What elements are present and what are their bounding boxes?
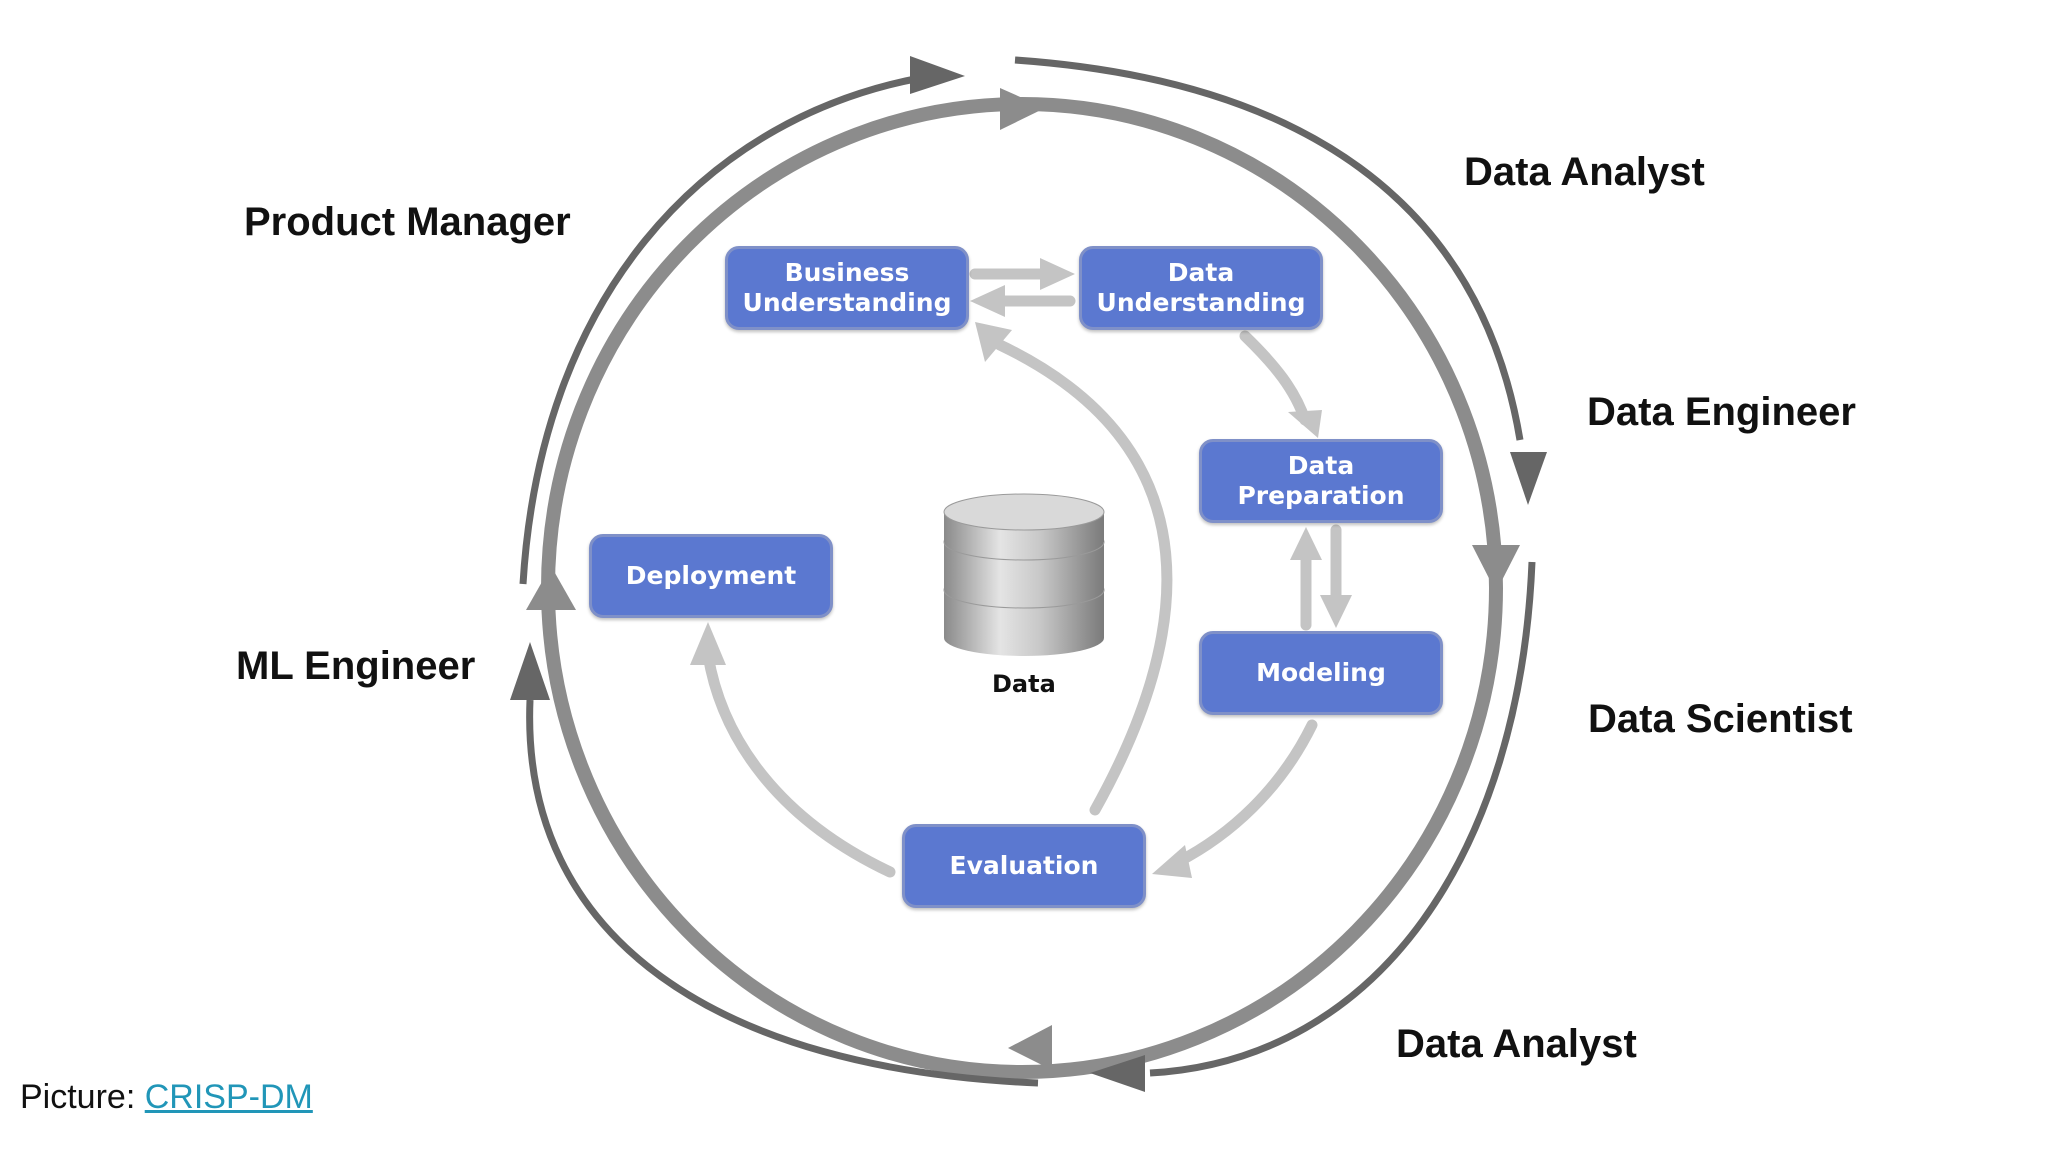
- data-engineer-arrowhead: [1510, 452, 1547, 505]
- du-to-prep-arrowhead: [1288, 410, 1322, 438]
- model-to-eval-arrow: [1172, 719, 1318, 868]
- data-scientist-arc: [1149, 561, 1536, 1077]
- product-manager-arc: [519, 74, 921, 585]
- role-arrows: [519, 56, 1536, 1087]
- outer-cycle-arrowhead-bottom: [1008, 1025, 1052, 1070]
- product-manager-arrowhead: [910, 56, 965, 94]
- ml-engineer-arrowhead: [510, 642, 550, 700]
- role-data-analyst-top: Data Analyst: [1464, 150, 1705, 194]
- model-to-eval-arrowhead: [1152, 845, 1192, 878]
- role-data-scientist: Data Scientist: [1588, 697, 1853, 741]
- phase-data-preparation-label: Data Preparation: [1237, 451, 1405, 510]
- phase-data-understanding-label: Data Understanding: [1096, 258, 1306, 317]
- inner-process-arrows: [702, 268, 1342, 878]
- database-icon: [943, 493, 1105, 656]
- model-to-prep-arrowhead: [1290, 527, 1322, 560]
- picture-caption: Picture: CRISP-DM: [20, 1078, 313, 1117]
- role-product-manager: Product Manager: [244, 200, 571, 244]
- role-ml-engineer: ML Engineer: [236, 644, 476, 688]
- phase-modeling-label: Modeling: [1256, 658, 1386, 687]
- eval-to-bu-arrowhead: [975, 322, 1012, 362]
- role-data-engineer: Data Engineer: [1587, 390, 1856, 434]
- bu-to-du-arrowhead: [1040, 258, 1075, 290]
- phase-business-understanding-label: Business Understanding: [742, 258, 952, 317]
- data-analyst-top-arc: [1014, 56, 1524, 441]
- phase-deployment-label: Deployment: [625, 561, 797, 590]
- phase-data-understanding: Data Understanding: [1079, 246, 1323, 330]
- eval-to-bu-arrow: [994, 339, 1173, 816]
- prep-to-model-arrowhead: [1320, 595, 1352, 628]
- du-to-prep-arrow: [1239, 330, 1311, 426]
- phase-evaluation: Evaluation: [902, 824, 1146, 908]
- eval-to-deploy-arrowhead: [690, 622, 726, 665]
- outer-cycle-arrowhead-left: [526, 566, 576, 610]
- ml-engineer-arc: [526, 699, 1039, 1087]
- phase-business-understanding: Business Understanding: [725, 246, 969, 330]
- crisp-dm-link[interactable]: CRISP-DM: [144, 1078, 313, 1116]
- database-label: Data: [992, 670, 1056, 698]
- phase-evaluation-label: Evaluation: [949, 851, 1099, 880]
- role-data-analyst-bottom: Data Analyst: [1396, 1022, 1637, 1066]
- outer-cycle-ring: [526, 88, 1520, 1079]
- data-analyst-bottom-arrowhead: [1090, 1055, 1145, 1092]
- du-to-bu-arrowhead: [970, 285, 1005, 317]
- outer-cycle-arrowhead-top: [1000, 88, 1045, 130]
- eval-to-deploy-arrow: [702, 649, 896, 878]
- caption-prefix: Picture:: [20, 1078, 136, 1116]
- phase-modeling: Modeling: [1199, 631, 1443, 715]
- outer-cycle-arrowhead-right: [1472, 545, 1520, 592]
- phase-deployment: Deployment: [589, 534, 833, 618]
- phase-data-preparation: Data Preparation: [1199, 439, 1443, 523]
